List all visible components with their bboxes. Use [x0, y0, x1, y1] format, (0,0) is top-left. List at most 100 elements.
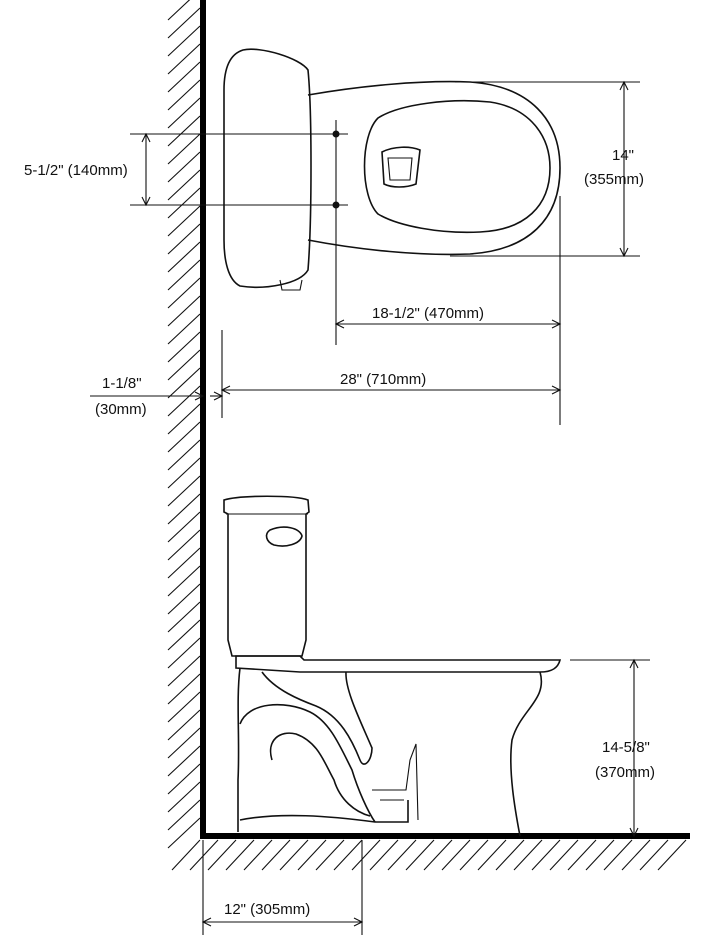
floor-hatch-stroke	[351, 839, 381, 871]
bowl-foot	[372, 743, 419, 821]
bowl-length-label: 18-1/2" (470mm)	[372, 305, 484, 322]
wall-hatch-stroke	[167, 295, 201, 327]
bowl-width-imperial-label: 14"	[612, 147, 634, 164]
floor-hatch-stroke	[333, 839, 363, 871]
wall-hatch-stroke	[167, 457, 201, 489]
wall-hatch-stroke	[167, 385, 201, 417]
bowl-inlet-top	[381, 146, 421, 188]
bowl-base	[239, 800, 409, 823]
wall-hatch-stroke	[167, 313, 201, 345]
wall-hatch-stroke	[167, 0, 191, 21]
wall-hatch-stroke	[167, 7, 201, 39]
floor-hatch-stroke	[405, 839, 435, 871]
wall-gap-imperial-label: 1-1/8"	[102, 375, 142, 392]
rough-in-label: 12" (305mm)	[224, 901, 310, 918]
floor-hatch-stroke	[657, 839, 687, 871]
wall-hatching	[167, 0, 201, 849]
wall-hatch-stroke	[167, 673, 201, 705]
wall-hatch-stroke	[167, 151, 201, 183]
wall-hatch-stroke	[167, 187, 201, 219]
wall-hatch-stroke	[167, 115, 201, 147]
bowl-side-view	[237, 667, 543, 837]
wall-hatch-stroke	[167, 655, 201, 687]
seat-outline-top	[363, 99, 551, 234]
floor-hatch-stroke	[243, 839, 273, 871]
floor-hatch-stroke	[567, 839, 597, 871]
wall-hatch-stroke	[167, 547, 201, 579]
floor-hatch-stroke	[495, 839, 525, 871]
floor-hatch-stroke	[369, 839, 399, 871]
wall-hatch-stroke	[167, 601, 201, 633]
floor-hatch-stroke	[315, 839, 345, 871]
toilet-top-view	[223, 48, 561, 291]
wall-hatch-stroke	[167, 745, 201, 777]
wall-hatch-stroke	[167, 565, 201, 597]
seat-side-view	[235, 655, 562, 673]
wall-hatch-stroke	[167, 367, 201, 399]
wall-hatch-stroke	[167, 133, 201, 165]
wall-hatch-stroke	[167, 79, 201, 111]
wall-hatch-stroke	[167, 403, 201, 435]
floor-hatch-stroke	[603, 839, 633, 871]
floor-hatch-stroke	[549, 839, 579, 871]
wall-hatch-stroke	[167, 781, 201, 813]
wall-hatch-stroke	[167, 529, 201, 561]
flush-handle-icon	[265, 526, 303, 547]
bowl-inlet-inner	[387, 157, 413, 181]
wall-hatch-stroke	[167, 619, 201, 651]
toilet-side-view	[223, 495, 562, 837]
floor-hatch-stroke	[477, 839, 507, 871]
wall-hatch-stroke	[167, 331, 201, 363]
trapway-loop	[269, 732, 371, 817]
overall-depth-label: 28" (710mm)	[340, 371, 426, 388]
tank-top-view	[223, 48, 312, 289]
floor-hatch-stroke	[531, 839, 561, 871]
floor-hatch-stroke	[459, 839, 489, 871]
wall-hatch-stroke	[167, 241, 201, 273]
wall-gap-metric-label: (30mm)	[95, 401, 147, 418]
wall-hatch-stroke	[167, 421, 201, 453]
wall-hatch-stroke	[167, 709, 201, 741]
wall-hatch-stroke	[167, 799, 201, 831]
top-view-dimension-lines	[90, 80, 640, 425]
seat-height-imperial-label: 14-5/8"	[602, 739, 650, 756]
wall-hatch-stroke	[167, 223, 201, 255]
wall-hatch-stroke	[167, 511, 201, 543]
wall-hatch-stroke	[167, 43, 201, 75]
wall-hatch-stroke	[167, 763, 201, 795]
floor-hatch-stroke	[621, 839, 651, 871]
wall-hatch-stroke	[167, 61, 201, 93]
floor-hatch-stroke	[279, 839, 309, 871]
wall-hatch-stroke	[167, 349, 201, 381]
floor-hatch-stroke	[639, 839, 669, 871]
wall-hatch-stroke	[167, 727, 201, 759]
floor-hatch-stroke	[423, 839, 453, 871]
floor-hatch-stroke	[387, 839, 417, 871]
bowl-width-metric-label: (355mm)	[584, 171, 644, 188]
wall-hatch-stroke	[167, 637, 201, 669]
wall-hatch-stroke	[167, 475, 201, 507]
wall-hatch-stroke	[167, 25, 201, 57]
wall-hatch-stroke	[167, 97, 201, 129]
seat-height-metric-label: (370mm)	[595, 764, 655, 781]
wall-hatch-stroke	[167, 277, 201, 309]
trapway-inner	[239, 703, 376, 823]
tank-side-view	[223, 495, 310, 657]
wall-hatch-stroke	[167, 205, 201, 237]
floor-hatch-stroke	[261, 839, 291, 871]
floor-hatch-stroke	[189, 839, 219, 871]
tank-lever-top	[279, 279, 303, 291]
trapway-outer	[261, 671, 373, 765]
wall-hatch-stroke	[167, 439, 201, 471]
floor-hatch-stroke	[441, 839, 471, 871]
wall-hatch-stroke	[167, 169, 201, 201]
wall-hatch-stroke	[167, 493, 201, 525]
floor-hatch-stroke	[585, 839, 615, 871]
wall-hatch-stroke	[167, 259, 201, 291]
wall-hatch-stroke	[167, 691, 201, 723]
floor-hatch-stroke	[171, 839, 201, 871]
floor-hatch-stroke	[297, 839, 327, 871]
floor-hatch-stroke	[513, 839, 543, 871]
